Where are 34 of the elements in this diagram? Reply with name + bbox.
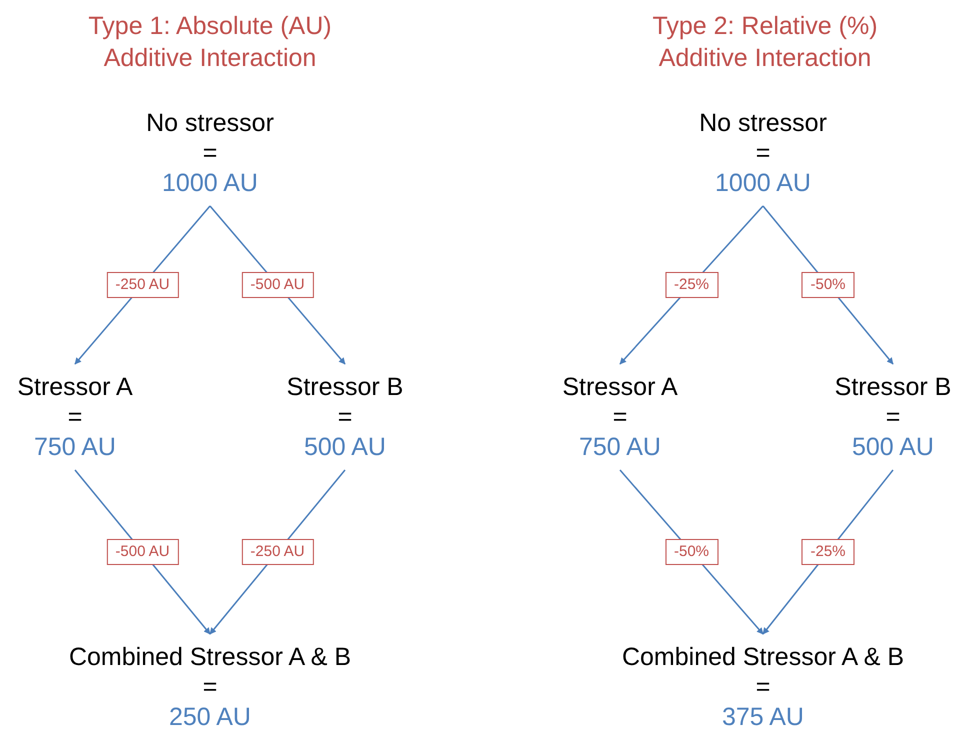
equals-sign: =	[338, 403, 352, 431]
equals-sign: =	[68, 403, 82, 431]
value-text: 1000 AU	[162, 169, 258, 197]
stressor-name: Stressor B	[286, 373, 404, 401]
edge-label: -500 AU	[106, 539, 179, 565]
equals-sign: =	[886, 403, 900, 431]
panel-heading: Type 1: Absolute (AU) Additive Interaction	[87, 11, 333, 74]
stressor-name: Stressor A	[562, 373, 678, 401]
value-text: 500 AU	[852, 433, 934, 461]
stressor-name: No stressor	[146, 109, 274, 137]
stressor-name: Combined Stressor A & B	[622, 643, 904, 671]
value-text: 1000 AU	[715, 169, 811, 197]
stressor-name: No stressor	[699, 109, 827, 137]
edge-label: -250 AU	[241, 539, 314, 565]
value-text: 500 AU	[304, 433, 386, 461]
edge-label: -25%	[801, 539, 855, 565]
edge-label: -250 AU	[106, 272, 179, 298]
stressor-name: Combined Stressor A & B	[68, 643, 352, 671]
value-text: 750 AU	[34, 433, 116, 461]
equals-sign: =	[202, 673, 218, 701]
edge-label: -50%	[664, 539, 718, 565]
edge-label: -500 AU	[241, 272, 314, 298]
edge-label: -25%	[664, 272, 718, 298]
edge-label: -50%	[801, 272, 855, 298]
equals-sign: =	[756, 673, 770, 701]
equals-sign: =	[756, 139, 770, 167]
equals-sign: =	[202, 139, 218, 167]
stressor-name: Stressor B	[834, 373, 952, 401]
stressor-name: Stressor A	[17, 373, 133, 401]
value-text: 250 AU	[168, 703, 251, 731]
value-text: 375 AU	[722, 703, 804, 731]
value-text: 750 AU	[578, 433, 661, 461]
panel-heading: Type 2: Relative (%) Additive Interaction	[651, 11, 879, 74]
equals-sign: =	[612, 403, 628, 431]
